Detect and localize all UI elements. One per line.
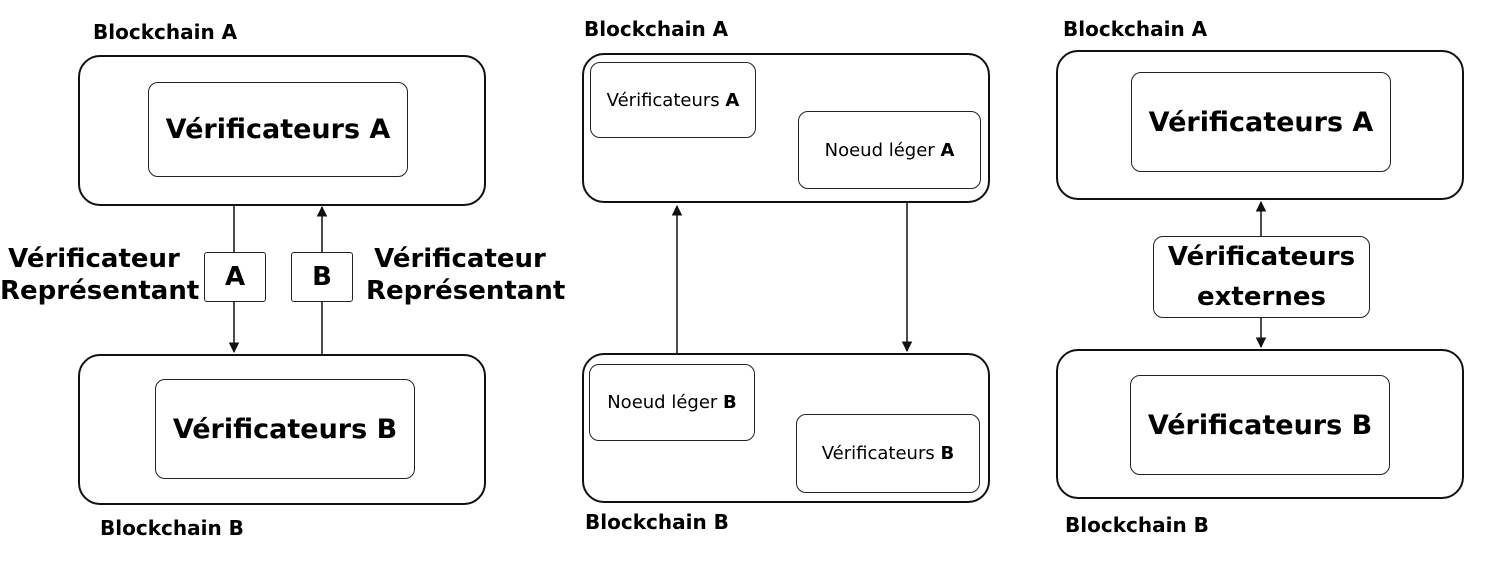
p1-left-representative: Vérificateur Représentant	[0, 243, 200, 307]
p1-tag-a: A	[204, 252, 266, 302]
p1-left-rep-line2: Représentant	[0, 276, 200, 306]
p2-validators-b-box: Vérificateurs B	[796, 414, 980, 493]
p1-validators-b-label: Vérificateurs B	[172, 413, 398, 445]
p1-validators-a-label: Vérificateurs A	[165, 114, 391, 145]
p2-light-node-a-label: Noeud léger	[824, 139, 935, 161]
p3-validators-b-label: Vérificateurs B	[1147, 409, 1373, 441]
p1-right-rep-line1: Vérificateur	[374, 244, 546, 274]
p2-validators-a-suffix: A	[725, 89, 740, 111]
p1-left-rep-line1: Vérificateur	[8, 244, 180, 274]
p1-bottom-chain-label: Blockchain B	[100, 516, 244, 540]
p2-validators-a-label: Vérificateurs	[606, 89, 720, 111]
p2-light-node-a-suffix: A	[940, 139, 955, 161]
p1-top-chain-label: Blockchain A	[93, 20, 238, 44]
p3-validators-a-label: Vérificateurs A	[1148, 106, 1374, 138]
p2-validators-b-label: Vérificateurs	[821, 443, 935, 464]
p2-light-node-a-box: Noeud léger A	[798, 111, 981, 189]
p2-validators-b-suffix: B	[940, 443, 955, 464]
p1-tag-b: B	[291, 252, 353, 302]
p3-validators-a-box: Vérificateurs A	[1131, 72, 1391, 172]
p2-light-node-b-label: Noeud léger	[607, 392, 718, 413]
p3-external-line1: Vérificateurs	[1167, 242, 1356, 272]
p3-external-line2: externes	[1197, 282, 1326, 312]
p1-validators-a-box: Vérificateurs A	[148, 82, 408, 177]
p2-light-node-b-box: Noeud léger B	[589, 364, 755, 441]
p2-light-node-b-suffix: B	[723, 392, 737, 413]
p3-top-chain-label: Blockchain A	[1063, 17, 1208, 41]
p3-bottom-chain-label: Blockchain B	[1065, 513, 1209, 537]
p2-bottom-chain-label: Blockchain B	[585, 510, 729, 534]
p1-right-representative: Vérificateur Représentant	[366, 243, 566, 307]
p1-right-rep-line2: Représentant	[366, 276, 566, 306]
p2-top-chain-label: Blockchain A	[584, 17, 729, 41]
p1-validators-b-box: Vérificateurs B	[155, 379, 415, 479]
p3-external-validators-box: Vérificateurs externes	[1153, 236, 1370, 318]
p2-validators-a-box: Vérificateurs A	[590, 62, 756, 138]
p3-validators-b-box: Vérificateurs B	[1130, 375, 1390, 475]
